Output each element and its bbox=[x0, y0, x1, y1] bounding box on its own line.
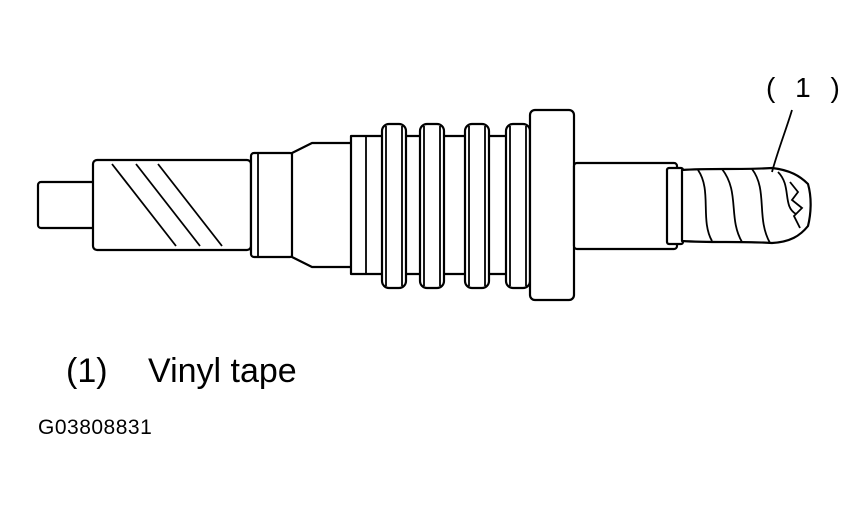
vinyl-tape-wrap bbox=[680, 166, 812, 245]
tape-overlap-2 bbox=[721, 168, 743, 243]
legend-number: (1) bbox=[66, 352, 108, 390]
shaft-splined-section bbox=[91, 158, 253, 252]
spline-groove-3 bbox=[157, 163, 223, 247]
callout-leader-line bbox=[771, 109, 793, 173]
spline-groove-2 bbox=[135, 163, 201, 247]
seal-ring-3 bbox=[463, 122, 491, 290]
seal-ring-2 bbox=[418, 122, 446, 290]
shaft-taper bbox=[290, 141, 354, 269]
shaft-left-stub bbox=[36, 180, 100, 230]
shaft-right-section bbox=[572, 161, 679, 251]
figure-code: G03808831 bbox=[38, 416, 153, 439]
shaft-flange bbox=[528, 108, 576, 302]
legend-text: Vinyl tape bbox=[148, 352, 297, 390]
spline-groove-1 bbox=[111, 163, 177, 247]
tape-overlap-3 bbox=[751, 168, 771, 244]
tape-overlap-4 bbox=[777, 171, 797, 215]
tape-end-crinkle bbox=[789, 181, 804, 229]
seal-ring-1 bbox=[380, 122, 408, 290]
callout-label-1: ( 1 ) bbox=[766, 72, 846, 103]
shaft-right-step bbox=[665, 166, 685, 246]
tape-overlap-1 bbox=[697, 169, 713, 242]
legend: (1) Vinyl tape bbox=[66, 352, 297, 391]
